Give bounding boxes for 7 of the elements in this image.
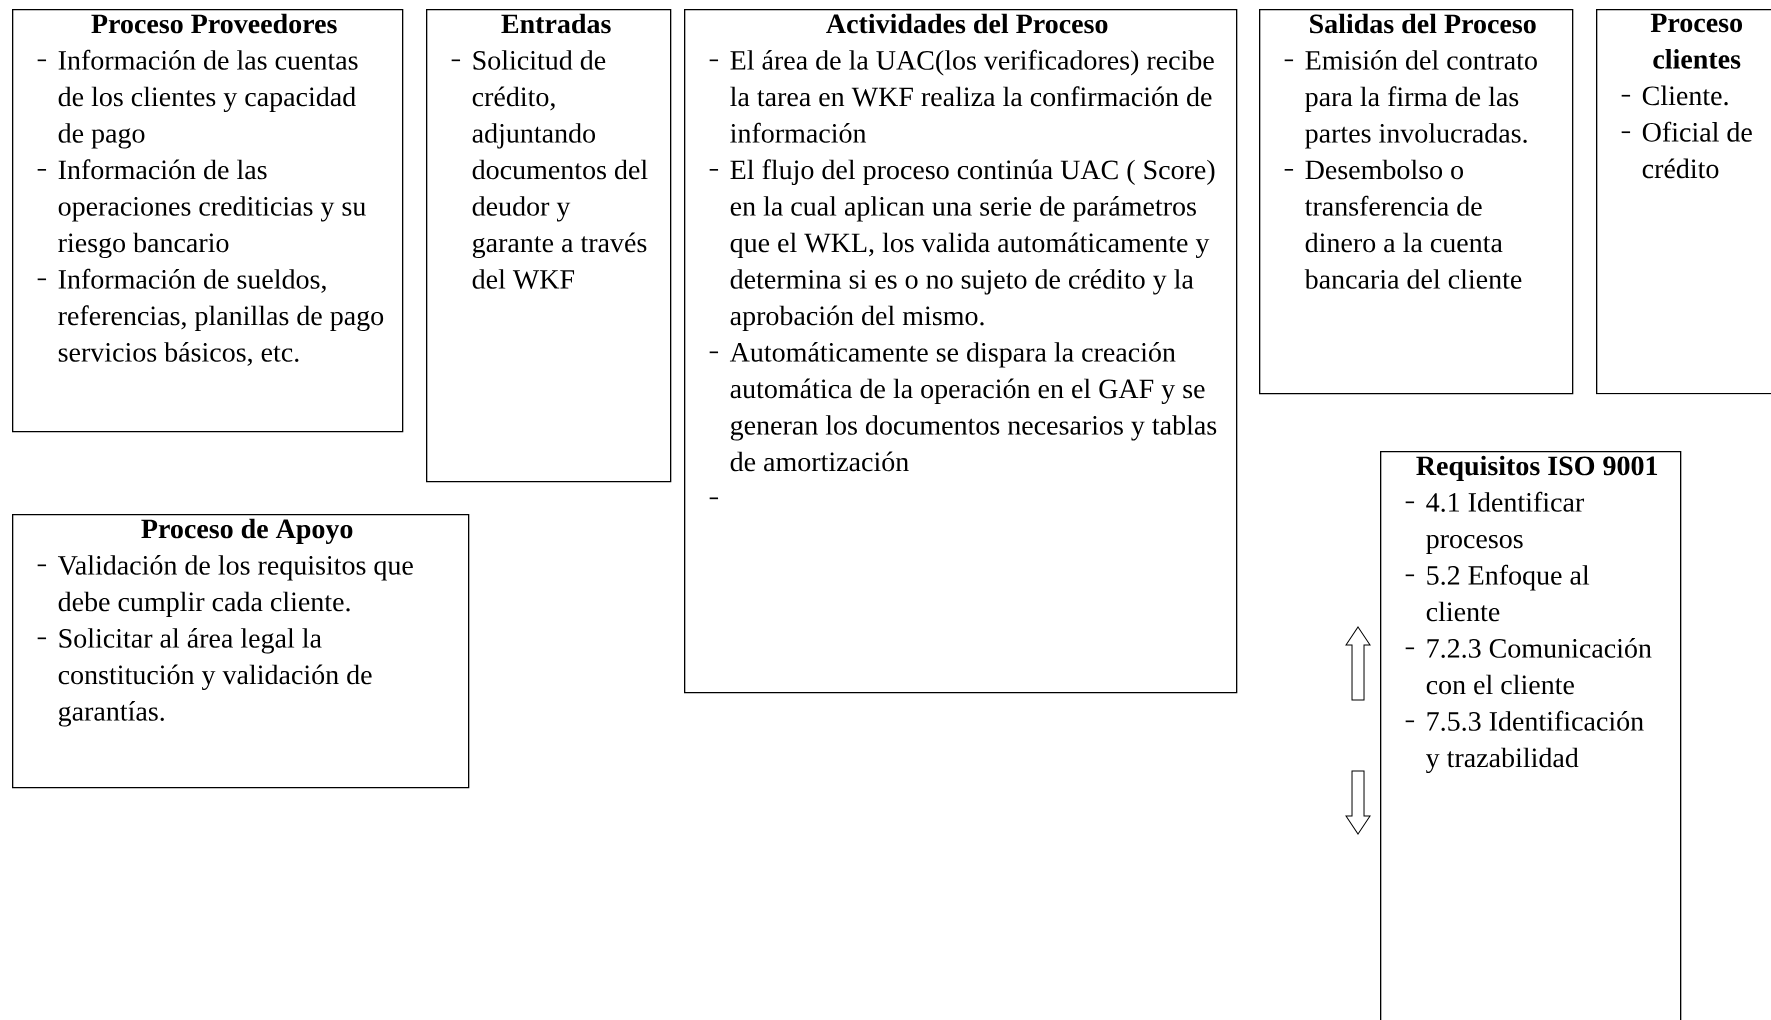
process-box: Salidas del Proceso Emisión del contrato para la firma de las partes involucradas. Desembolso o transferencia de dinero a la cuenta bancaria del cliente bbox=[1259, 9, 1574, 395]
process-box: Entradas Solicitud de crédito, adjuntando documentos del deudor y garante a través del WKF bbox=[426, 9, 672, 483]
process-box: Proceso de Apoyo Validación de los requisitos que debe cumplir cada cliente. Solicitar al área legal la constitución y validación de garantías. bbox=[12, 514, 470, 789]
process-box: Proceso clientes Cliente. Oficial de crédito bbox=[1596, 9, 1771, 395]
process-box: Requisitos ISO 9001 4.1 Identificar procesos 5.2 Enfoque al cliente 7.2.3 Comunicación con el cliente 7.5.3 Identificación y trazabilidad bbox=[1380, 451, 1682, 1020]
process-box: Proceso Proveedores Información de las cuentas de los clientes y capacidad de pago Información de las operaciones crediticias y su riesgo bancario Información de sueldos, referencias, planillas de pago servicios básicos, etc. bbox=[12, 9, 404, 433]
process-box: Actividades del Proceso El área de la UAC(los verificadores) recibe la tarea en WKF realiza la confirmación de información El flujo del proceso continúa UAC ( Score) en la cual aplican una serie de parámetros que el WKL, los valida automáticamente y determina si es o no sujeto de crédito y la aprobación del mismo. Automáticamente se dispara la creación automática de la operación en el GAF y se generan los documentos necesarios y tablas de amortización bbox=[684, 9, 1238, 694]
